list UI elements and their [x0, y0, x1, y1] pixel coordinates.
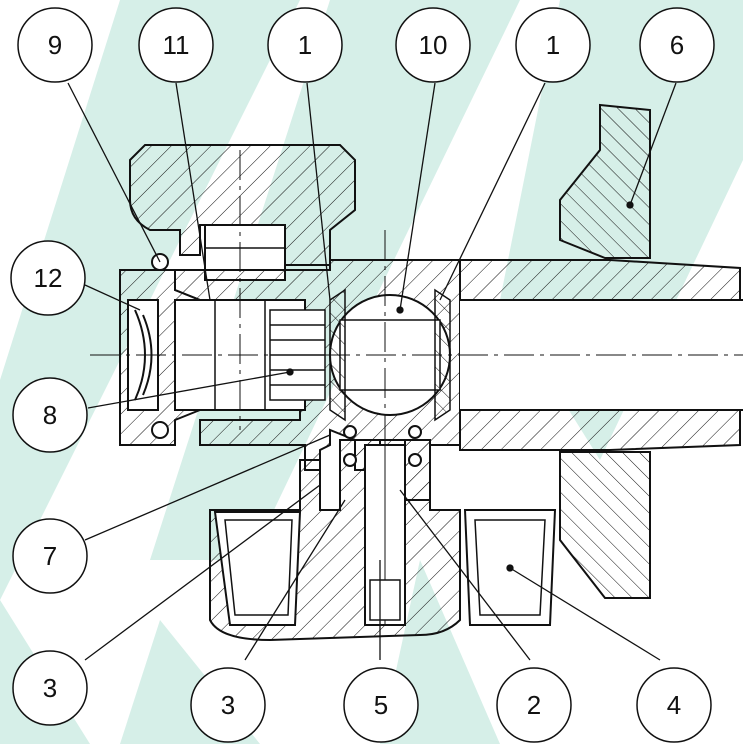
- leader-lines: [67, 82, 677, 661]
- callout-6: 6: [639, 7, 715, 83]
- svg-text:7: 7: [43, 541, 57, 571]
- svg-text:2: 2: [527, 690, 541, 720]
- outlet-pipe-wall: [459, 259, 741, 301]
- svg-text:1: 1: [298, 30, 312, 60]
- callout-3-left: 3: [12, 650, 88, 726]
- callout-12: 12: [10, 240, 86, 316]
- callout-5: 5: [343, 667, 419, 743]
- svg-text:4: 4: [667, 690, 681, 720]
- svg-text:12: 12: [34, 263, 63, 293]
- svg-text:11: 11: [163, 30, 190, 60]
- svg-text:3: 3: [43, 673, 57, 703]
- callout-1-left: 1: [267, 7, 343, 83]
- svg-text:5: 5: [374, 690, 388, 720]
- callout-1-right: 1: [515, 7, 591, 83]
- svg-text:6: 6: [670, 30, 684, 60]
- callout-9: 9: [17, 7, 93, 83]
- callout-7: 7: [12, 518, 88, 594]
- bonnet-nut: [129, 144, 356, 266]
- callout-3-center: 3: [190, 667, 266, 743]
- svg-text:8: 8: [43, 400, 57, 430]
- callout-4: 4: [636, 667, 712, 743]
- valve-body: [90, 103, 743, 642]
- svg-text:1: 1: [546, 30, 560, 60]
- callout-2: 2: [496, 667, 572, 743]
- svg-text:3: 3: [221, 690, 235, 720]
- svg-text:9: 9: [48, 30, 62, 60]
- left-cap-outlet: [213, 511, 302, 626]
- svg-text:10: 10: [419, 30, 448, 60]
- flange-rosette: [559, 103, 651, 259]
- callout-8: 8: [12, 377, 88, 453]
- callout-10: 10: [395, 7, 471, 83]
- callout-11: 11: [138, 7, 214, 83]
